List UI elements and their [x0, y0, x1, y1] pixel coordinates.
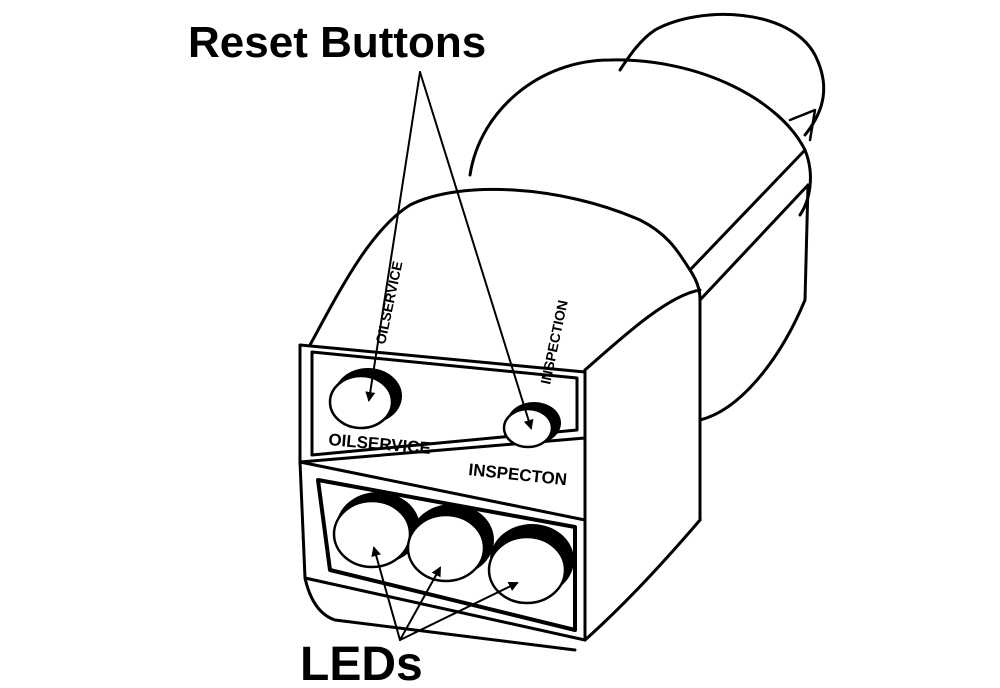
oilservice-reset-button	[328, 368, 402, 430]
upper-front-panel	[298, 343, 587, 464]
device-rear-plug	[618, 13, 826, 142]
label-inspection-top: INSPECTION	[537, 299, 570, 386]
label-inspection-front: INSPECTON	[468, 460, 568, 489]
leds-callout: LEDs	[300, 638, 423, 688]
led-left	[332, 492, 420, 569]
led-middle	[406, 504, 494, 583]
label-oilservice-front: OILSERVICE	[328, 430, 432, 458]
leds-arrows	[371, 546, 519, 641]
lower-front-panel	[298, 460, 587, 652]
reset-buttons-arrows	[365, 71, 534, 430]
reset-buttons-callout: Reset Buttons	[188, 18, 486, 67]
